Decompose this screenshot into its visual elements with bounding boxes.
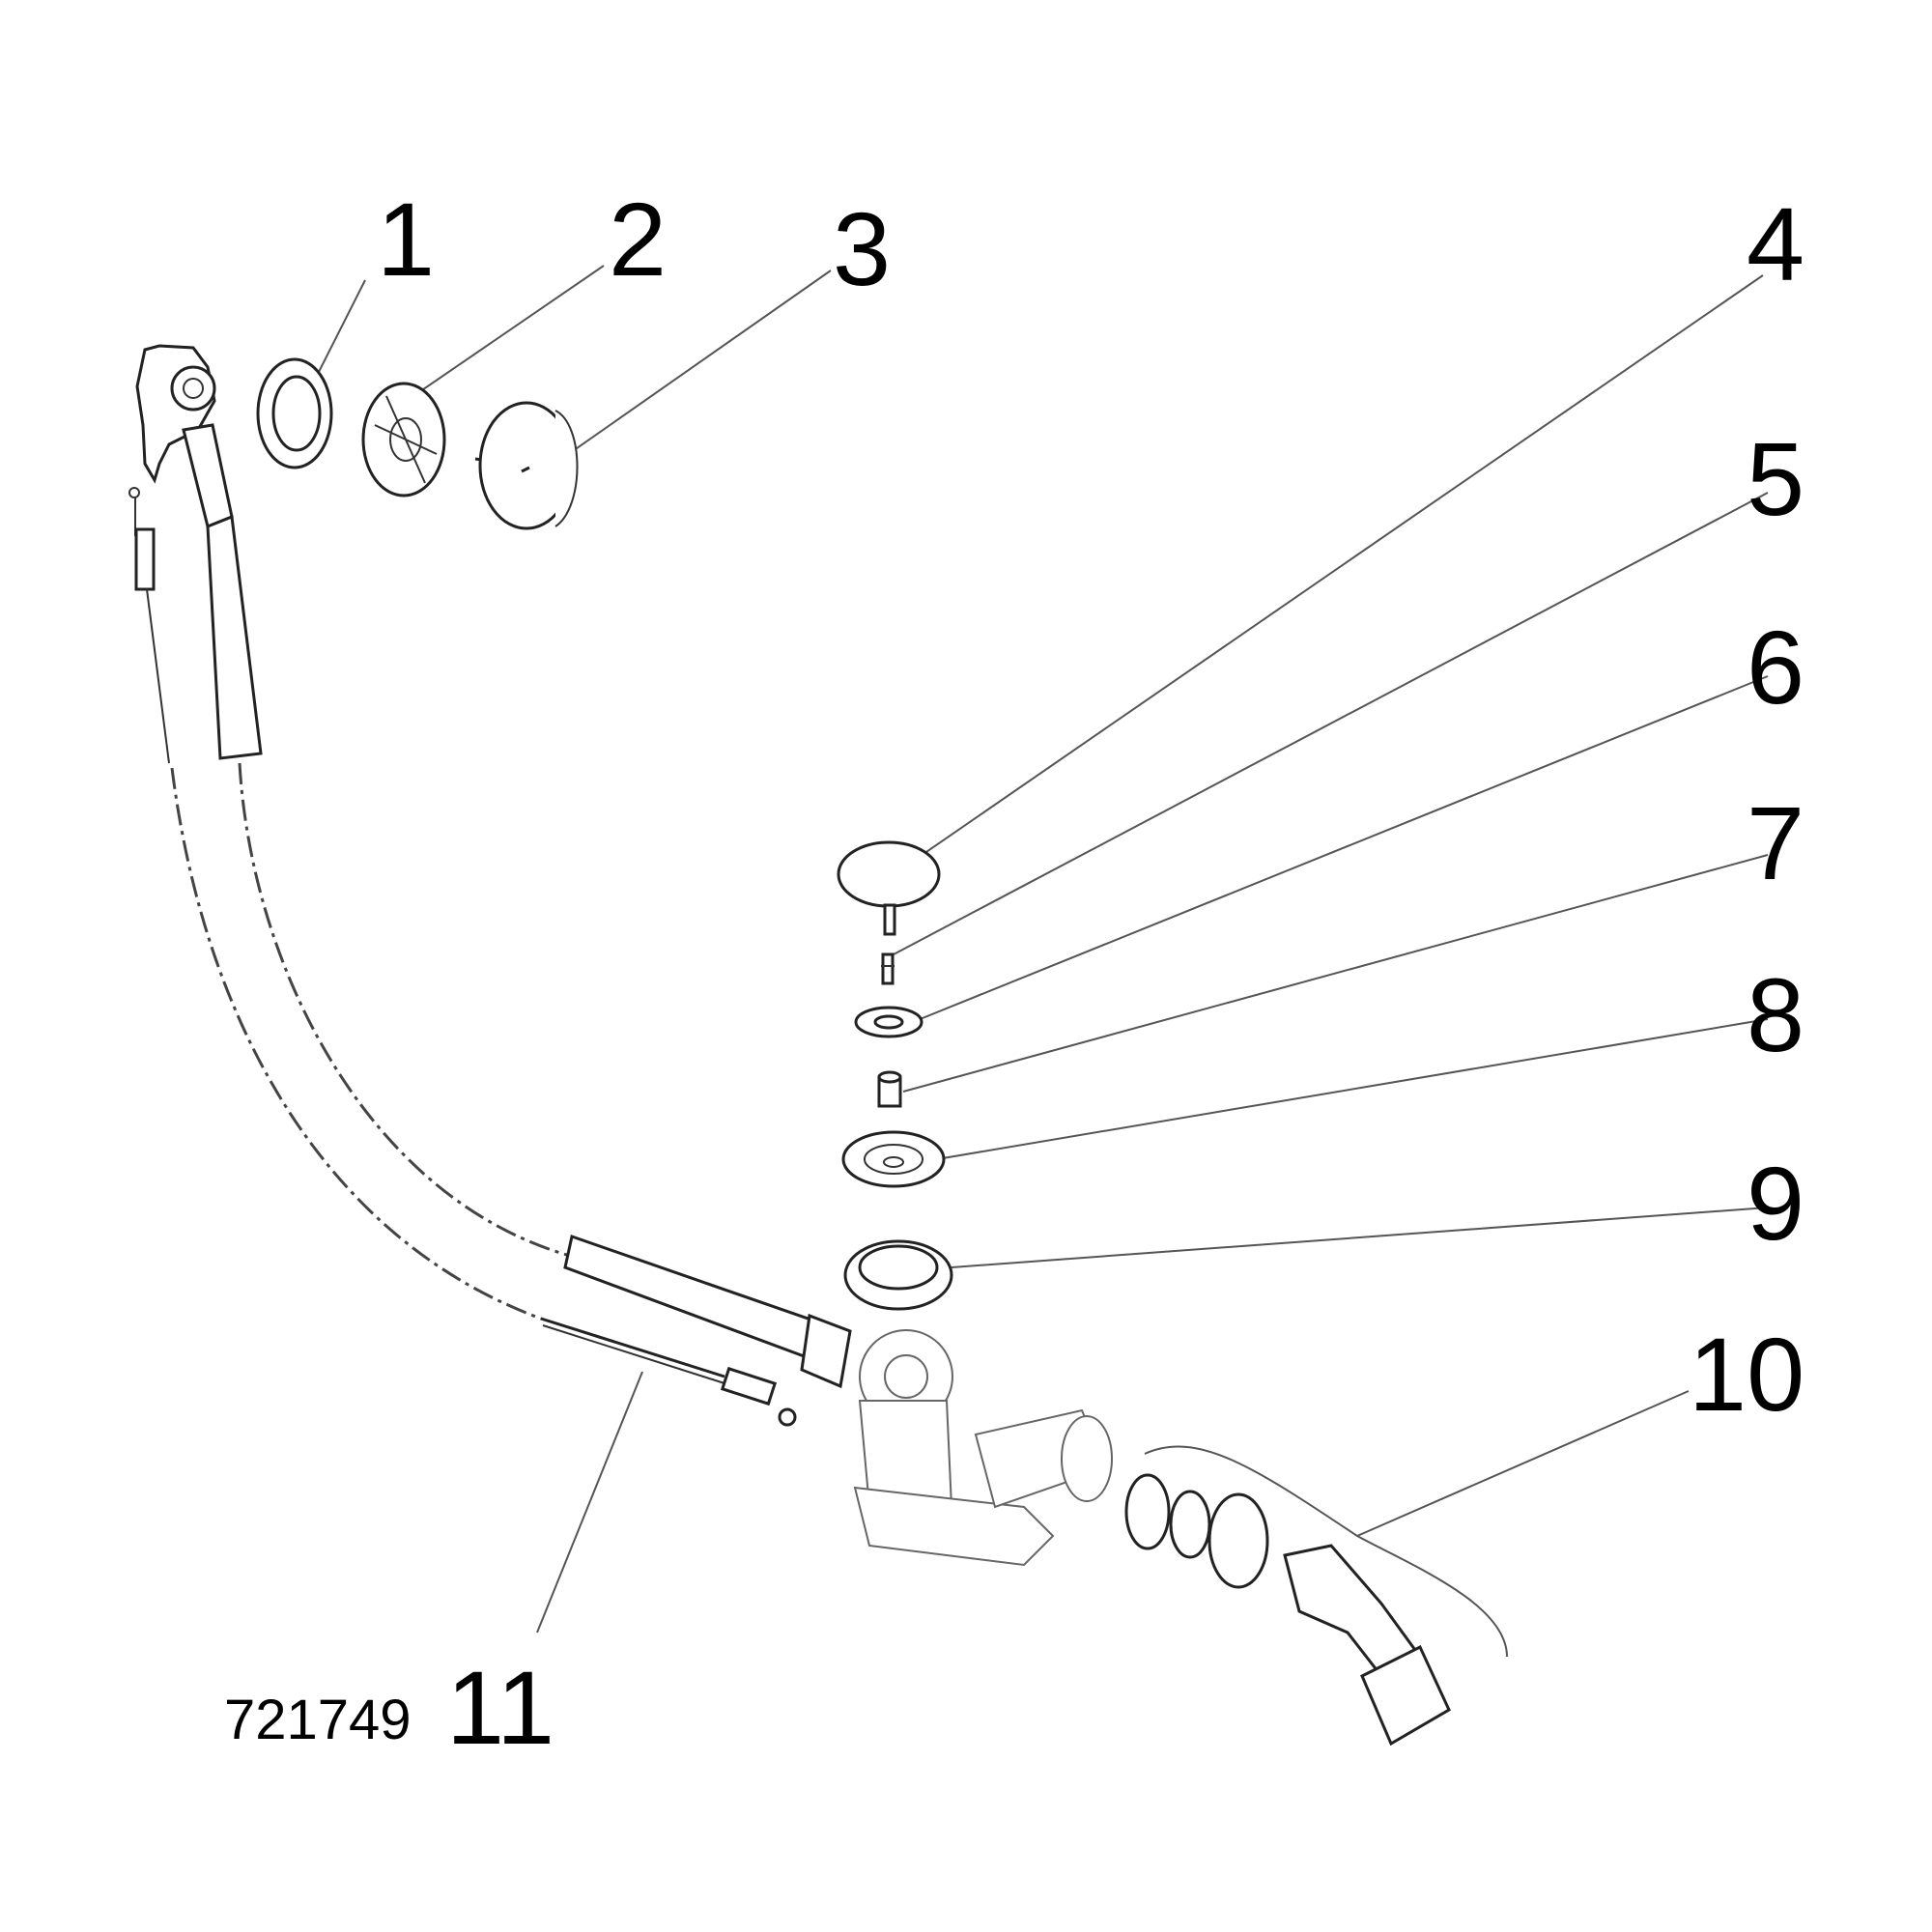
drawing-number: 721749 (224, 1689, 412, 1751)
overflow-rosette-part (361, 382, 446, 497)
outlet-nipple (1124, 1473, 1171, 1550)
callout-9: 9 (1747, 1145, 1804, 1262)
bowden-cable (128, 487, 797, 1427)
outlet-elbow-set-part (1124, 1473, 1451, 1747)
callout-7: 7 (1747, 784, 1804, 901)
cable-top-sleeve (134, 527, 156, 591)
leader-11 (536, 1371, 643, 1634)
leader-7 (902, 854, 1769, 1093)
outlet-oring (1169, 1490, 1211, 1559)
waste-flange-part (841, 1130, 946, 1188)
callout-11: 11 (446, 1649, 554, 1766)
overflow-hose-dashed-run (238, 762, 571, 1258)
washer-part (854, 1006, 923, 1038)
seal-inner (858, 1244, 939, 1291)
overflow-hose-nut (800, 1313, 852, 1389)
leader-1 (318, 279, 366, 373)
ring-inner (271, 375, 322, 452)
trap-body (853, 1329, 1113, 1567)
cable-lower-spring (720, 1366, 778, 1406)
plug-disc-part (837, 840, 941, 936)
leader-5 (893, 492, 1769, 955)
leader-3 (540, 270, 832, 474)
trap-base (853, 1486, 1055, 1567)
screw-part (881, 952, 895, 985)
leader-8 (936, 1018, 1769, 1160)
leader-4 (907, 274, 1764, 866)
callout-1: 1 (377, 181, 435, 298)
plug-stem (883, 903, 896, 936)
leader-lines (318, 265, 1769, 1658)
leader-6 (912, 675, 1769, 1023)
cap-rim (554, 410, 579, 527)
ring-part (256, 357, 333, 469)
cable-lower-rod-b (542, 1324, 725, 1384)
overflow-housing-port-inner (183, 378, 204, 399)
plug-disc (837, 840, 941, 908)
overflow-hose-corrugated (182, 423, 234, 529)
seal-ring-part (843, 1239, 953, 1311)
cable-top-rod (146, 588, 170, 764)
cable-lower-rod-a (540, 1317, 725, 1378)
flange-center (883, 1156, 904, 1168)
outlet-tail (1360, 1644, 1451, 1747)
cable-top-eyelet (128, 487, 140, 498)
callout-labels: 1 2 3 4 5 6 7 8 9 10 11 721749 (224, 181, 1804, 1766)
overflow-hose-upper (206, 514, 263, 760)
overflow-hose (135, 344, 852, 1389)
callout-3: 3 (833, 190, 891, 307)
callout-8: 8 (1747, 956, 1804, 1073)
leader-10 (1356, 1390, 1690, 1537)
callout-4: 4 (1747, 185, 1804, 302)
rosette-spoke-b (385, 395, 426, 484)
bushing-part (877, 1070, 902, 1108)
cable-dashed-run (170, 767, 542, 1321)
bushing-top (877, 1070, 902, 1084)
callout-5: 5 (1747, 420, 1804, 537)
cap-mark (521, 466, 530, 473)
callout-10: 10 (1689, 1316, 1804, 1433)
trap-outlet-thread (1061, 1415, 1113, 1502)
leader-9 (951, 1207, 1769, 1268)
cable-lower-end (778, 1407, 797, 1427)
trap-inlet-core (884, 1354, 928, 1399)
outlet-nut (1208, 1492, 1269, 1589)
overflow-cap-part (474, 401, 579, 530)
callout-6: 6 (1747, 609, 1804, 725)
callout-2: 2 (609, 181, 667, 298)
leader-2 (412, 265, 605, 397)
washer-inner (873, 1014, 904, 1030)
leader-10-bracket (1144, 1445, 1508, 1658)
screw-body (881, 952, 895, 985)
